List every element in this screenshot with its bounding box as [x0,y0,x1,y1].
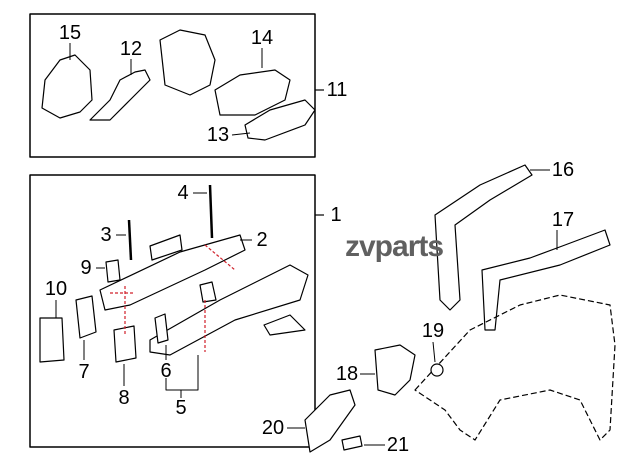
callout-14: 14 [250,27,274,49]
part-2-rail [99,234,246,311]
callout-2: 2 [256,229,268,251]
part-19 [430,363,444,377]
callout-10: 10 [44,278,68,300]
part-3-bolt [127,219,133,261]
part-clip [199,281,217,303]
part-14 [214,69,291,116]
callout-9: 9 [80,257,92,279]
part-7 [75,295,97,339]
callout-19: 19 [421,320,445,342]
callout-15: 15 [58,22,82,44]
part-9 [105,259,121,283]
part-small [263,314,306,336]
part-18 [374,344,416,396]
callout-16: 16 [551,159,575,181]
group-box-1 [29,174,316,448]
part-16 [434,164,533,311]
callout-4: 4 [177,182,189,204]
watermark-logo: zvparts [345,230,444,263]
part-4-bolt [208,184,214,239]
callout-5: 5 [175,397,187,419]
callout-12: 12 [119,38,143,60]
part-14-upper [159,29,216,96]
part-12 [89,69,151,121]
callout-13: 13 [206,124,230,146]
part-10 [39,317,65,363]
callout-21: 21 [386,434,410,456]
callout-6: 6 [160,360,172,382]
callout-20: 20 [261,417,285,439]
callout-8: 8 [118,387,130,409]
callout-17: 17 [551,209,575,231]
callout-7: 7 [78,361,90,383]
callout-1: 1 [330,204,342,226]
part-8 [113,325,137,363]
part-6 [154,313,169,344]
callout-11: 11 [326,79,348,101]
part-bracket [149,234,183,261]
fender [414,294,616,441]
part-rail-lower [149,264,309,356]
callout-3: 3 [100,224,112,246]
group-box-11 [29,13,316,158]
part-20 [304,389,356,453]
part-17 [481,229,611,331]
callout-18: 18 [335,363,359,385]
part-21 [341,435,363,451]
part-13 [244,99,316,141]
part-15 [41,54,93,119]
